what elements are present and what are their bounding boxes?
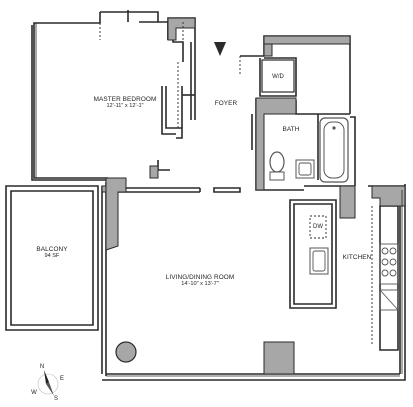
master-bedroom-name: MASTER BEDROOM [93,96,157,103]
living-dims: 14'-10" x 13'-7" [181,281,219,288]
structure-poche [101,17,406,375]
entry-arrow-icon [214,42,226,56]
master-bedroom-dims: 12'-11" x 12'-1" [106,103,144,110]
washer-dryer-icon [261,59,295,93]
balcony-label: BALCONY 94 SF [20,246,84,260]
master-bedroom-label: MASTER BEDROOM 12'-11" x 12'-1" [70,96,180,110]
column-icon [115,341,137,363]
kitchen-island [289,199,337,309]
bath-label: BATH [282,126,300,133]
living-label: LIVING/DINING ROOM 14'-10" x 13'-7" [140,274,260,288]
foyer-label: FOYER [214,100,238,107]
compass-e: E [59,376,64,382]
kitchen-counter [379,205,399,351]
dw-label: DW [313,224,323,230]
compass-s: S [53,396,58,402]
vanity-sink-icon [295,159,315,179]
balcony-outline [5,185,99,331]
balcony-name: BALCONY [36,246,68,253]
compass-icon [37,370,59,396]
refrigerator-icon [379,289,399,311]
bathtub-icon [319,117,349,183]
cabinet-dashes [99,22,373,346]
closet-walls [161,20,195,139]
living-name: LIVING/DINING ROOM [165,274,235,281]
window-marks [35,23,403,377]
wd-label: W/D [272,74,284,80]
kitchen-sink-icon [309,247,329,275]
toilet-icon [269,151,285,181]
compass-w: W [31,390,37,396]
cooktop-icon [379,243,399,285]
kitchen-label: KITCHEN [342,254,372,261]
balcony-area: 94 SF [44,253,60,260]
compass-n: N [39,364,45,370]
